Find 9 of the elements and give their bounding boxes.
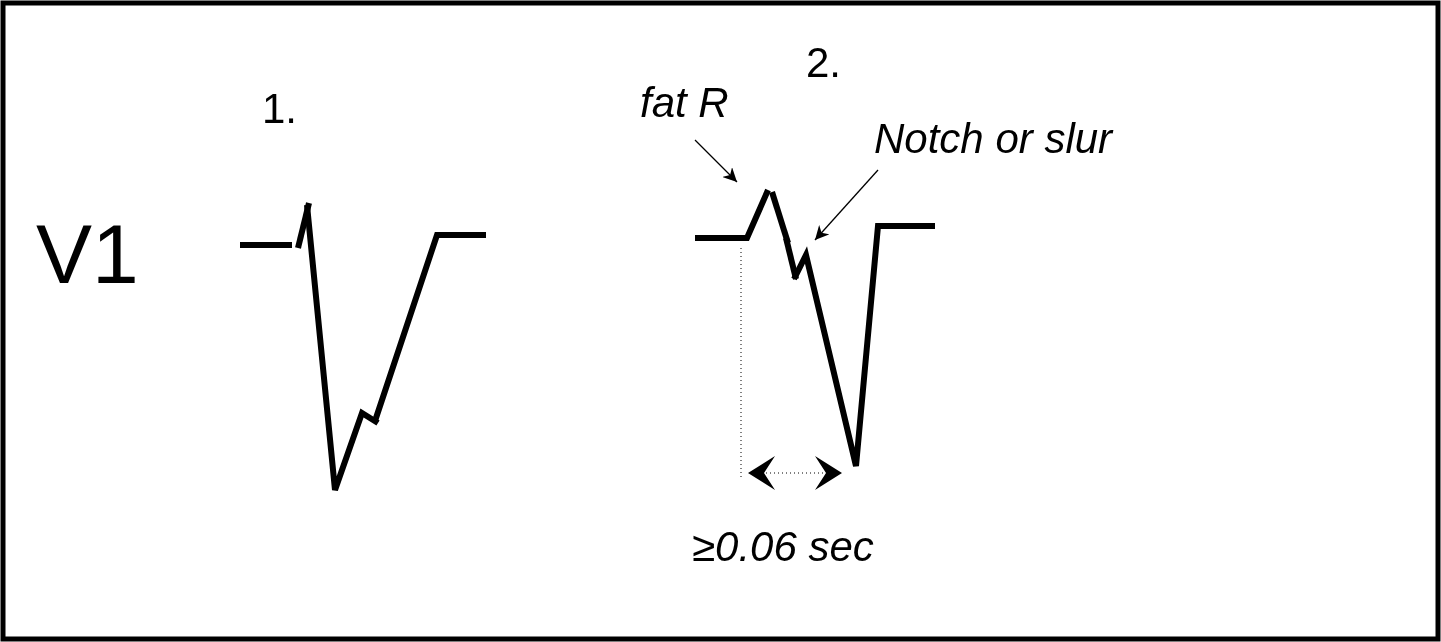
panel-number: 2.	[806, 42, 842, 84]
panel-number: 1.	[262, 88, 298, 130]
leader-line	[814, 169, 879, 241]
leader-line	[694, 139, 738, 183]
annotation-text: Notch or slur	[874, 118, 1113, 160]
duration-label: ≥0.06 sec	[692, 526, 874, 568]
ecg-waveform-drawing	[695, 188, 935, 469]
lead-label: V1	[36, 212, 139, 296]
annotation-text: fat R	[640, 82, 729, 124]
